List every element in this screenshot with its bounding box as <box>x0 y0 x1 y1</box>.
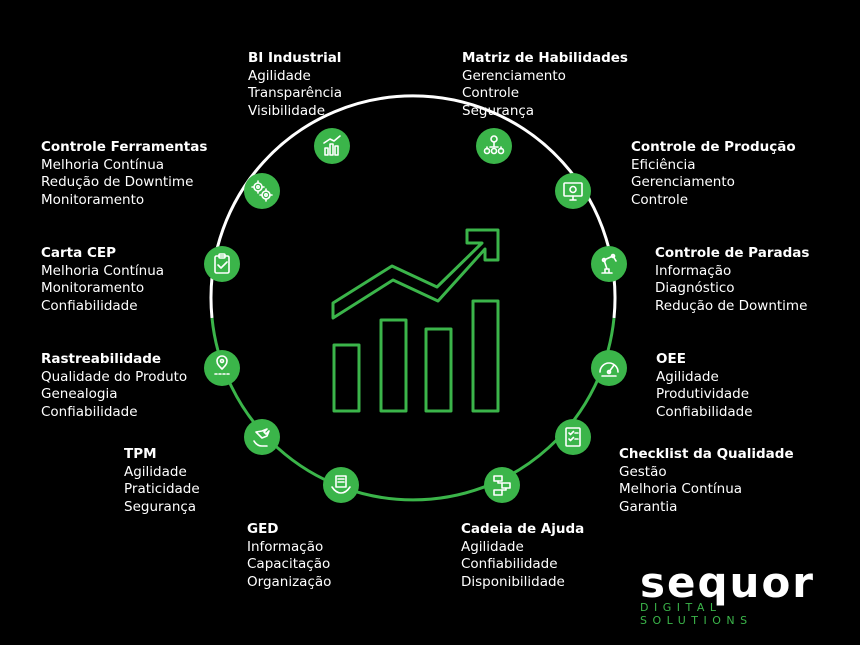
gears-icon <box>251 180 273 202</box>
item-benefit: Confiabilidade <box>461 556 558 572</box>
item-benefit: Redução de Downtime <box>41 174 194 190</box>
ring-arc-green <box>210 317 616 502</box>
item-benefit: Monitoramento <box>41 191 145 208</box>
node-monitor-gear-icon <box>555 173 591 209</box>
item-benefit: Garantia <box>619 498 678 515</box>
monitor-gear-icon <box>563 182 583 201</box>
item-title: GED <box>247 521 279 537</box>
logo-tagline: DIGITAL SOLUTIONS <box>640 601 753 627</box>
item-benefit: Melhoria Contínua <box>41 262 165 279</box>
item-benefit: Segurança <box>462 102 535 119</box>
logo-wordmark: sequor <box>640 558 816 607</box>
item-benefit: Informação <box>655 262 732 279</box>
item-title: Controle Ferramentas <box>41 139 208 155</box>
item-title: Rastreabilidade <box>41 351 162 367</box>
node-document-hands-icon <box>323 467 359 503</box>
item-benefit: Produtividade <box>656 386 750 402</box>
item-benefit: Gerenciamento <box>462 67 566 84</box>
ring-arc-white <box>209 94 617 319</box>
node-checklist-icon <box>555 419 591 455</box>
item-benefit: Agilidade <box>461 538 524 555</box>
node-flowchart-icon <box>484 467 520 503</box>
item-benefit: Transparência <box>248 85 343 101</box>
item-benefit: Confiabilidade <box>656 403 753 420</box>
item-benefit: Praticidade <box>124 481 200 497</box>
robot-arm-icon <box>601 253 617 274</box>
node-gears-icon <box>244 173 280 209</box>
location-pin-path-icon <box>214 355 230 375</box>
node-robot-arm-icon <box>591 246 627 282</box>
item-benefit: Melhoria Contínua <box>619 481 743 497</box>
gauge-icon <box>599 362 619 377</box>
item-benefit: Capacitação <box>247 556 331 572</box>
item-title: Cadeia de Ajuda <box>461 521 585 537</box>
chart-growth-icon <box>323 135 341 156</box>
item-benefit: Melhoria Contínua <box>41 156 165 173</box>
item-benefit: Genealogia <box>41 386 118 402</box>
item-benefit: Informação <box>247 538 324 555</box>
item-benefit: Agilidade <box>656 368 719 385</box>
item-benefit: Visibilidade <box>248 102 326 119</box>
node-chart-growth-icon <box>314 128 350 164</box>
item-benefit: Diagnóstico <box>655 280 735 296</box>
node-gauge-icon <box>591 350 627 386</box>
item-benefit: Organização <box>247 573 332 590</box>
clipboard-check-icon <box>214 253 230 274</box>
item-benefit: Gerenciamento <box>631 174 735 190</box>
document-hands-icon <box>331 475 351 494</box>
node-location-pin-path-icon <box>204 350 240 386</box>
item-benefit: Redução de Downtime <box>655 297 808 314</box>
item-benefit: Segurança <box>124 498 197 515</box>
item-benefit: Agilidade <box>124 463 187 480</box>
growth-bar-chart-icon <box>331 228 500 413</box>
item-title: Matriz de Habilidades <box>462 50 628 66</box>
item-benefit: Controle <box>631 191 689 208</box>
node-clipboard-check-icon <box>204 246 240 282</box>
item-title: BI Industrial <box>248 50 342 66</box>
item-benefit: Eficiência <box>631 156 696 173</box>
item-benefit: Qualidade do Produto <box>41 368 188 385</box>
item-benefit: Confiabilidade <box>41 403 138 420</box>
item-benefit: Gestão <box>619 463 667 480</box>
flowchart-icon <box>493 475 511 496</box>
node-wrench-hand-icon <box>244 419 280 455</box>
team-hierarchy-icon <box>483 135 505 155</box>
sequor-logo: sequor DIGITAL SOLUTIONS <box>636 558 836 627</box>
item-benefit: Monitoramento <box>41 280 145 296</box>
checklist-icon <box>565 427 581 447</box>
item-title: OEE <box>656 351 686 367</box>
item-title: TPM <box>124 446 157 462</box>
item-benefit: Controle <box>462 85 520 101</box>
item-title: Controle de Produção <box>631 139 796 155</box>
item-benefit: Disponibilidade <box>461 573 565 590</box>
wrench-hand-icon <box>253 428 270 447</box>
item-title: Carta CEP <box>41 245 116 261</box>
item-benefit: Confiabilidade <box>41 297 138 314</box>
node-team-hierarchy-icon <box>476 128 512 164</box>
item-title: Controle de Paradas <box>655 245 810 261</box>
item-benefit: Agilidade <box>248 67 311 84</box>
item-title: Checklist da Qualidade <box>619 446 794 462</box>
